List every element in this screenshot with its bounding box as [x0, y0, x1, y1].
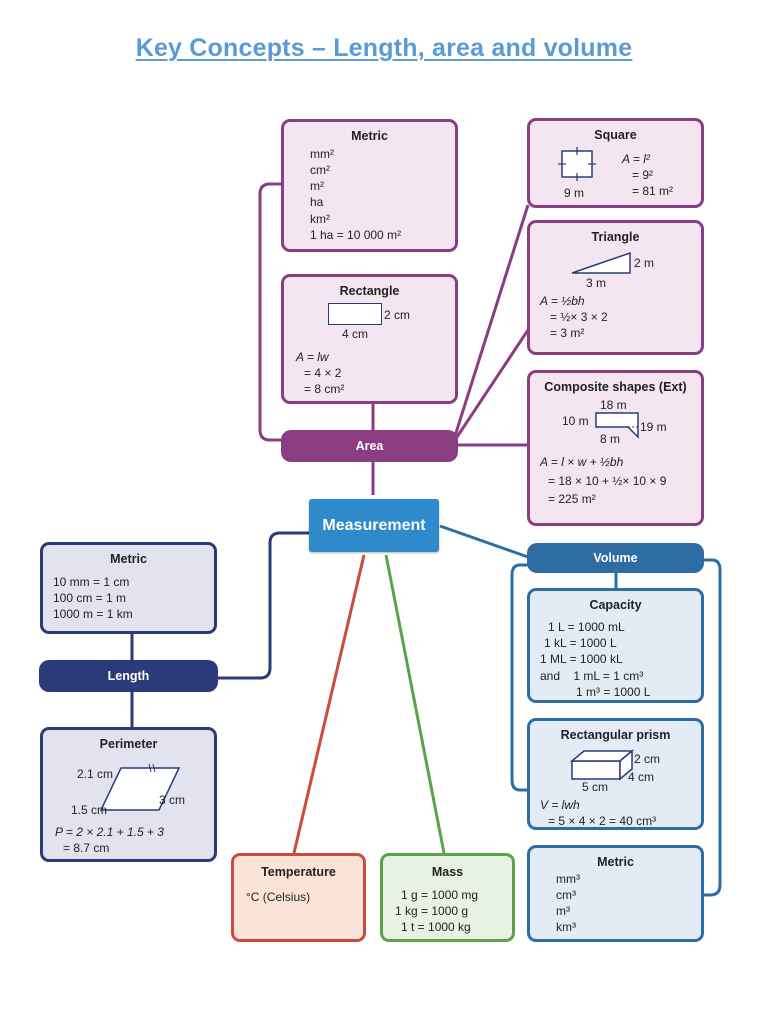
triangle-box: Triangle 2 m 3 m A = ½bh = ½× 3 × 2 = 3 …	[527, 220, 704, 355]
length-metric-line: 10 mm = 1 cm	[53, 574, 130, 589]
perimeter-title: Perimeter	[99, 737, 158, 751]
volume-metric-line: cm³	[556, 888, 576, 903]
triangle-line: = ½× 3 × 2	[550, 310, 608, 325]
prism-box: Rectangular prism 2 cm 4 cm 5 cm V = lwh…	[527, 718, 704, 830]
mass-box: Mass 1 g = 1000 mg 1 kg = 1000 g 1 t = 1…	[380, 853, 515, 942]
composite-title: Composite shapes (Ext)	[544, 380, 687, 394]
prism-shape	[570, 749, 635, 781]
square-line: = 81 m²	[632, 184, 674, 199]
prism-line: = 5 × 4 × 2 = 40 cm³	[548, 814, 657, 829]
length-node[interactable]: Length	[39, 660, 218, 692]
temperature-box: Temperature °C (Celsius)	[231, 853, 366, 942]
rectangle-shape	[328, 303, 382, 325]
length-metric-line: 100 cm = 1 m	[53, 591, 127, 606]
area-metric-line: mm²	[310, 146, 334, 161]
length-metric-line: 1000 m = 1 km	[53, 607, 133, 622]
square-box: Square 9 m A = l² = 9² = 81 m²	[527, 118, 704, 208]
triangle-shape	[571, 251, 631, 274]
perimeter-line: P = 2 × 2.1 + 1.5 + 3	[55, 825, 164, 839]
rectangle-height-label: 2 cm	[384, 308, 411, 322]
composite-top-label: 18 m	[600, 398, 627, 412]
mass-line: 1 kg = 1000 g	[395, 904, 469, 919]
mass-title: Mass	[431, 865, 464, 879]
area-node[interactable]: Area	[281, 430, 458, 462]
square-side-label: 9 m	[564, 186, 585, 200]
prism-length-label: 5 cm	[582, 780, 609, 794]
square-title: Square	[594, 128, 637, 142]
prism-title: Rectangular prism	[560, 728, 671, 742]
perimeter-side-a-label: 2.1 cm	[77, 767, 114, 781]
area-metric-line: ha	[310, 195, 324, 210]
area-metric-title: Metric	[351, 129, 388, 143]
triangle-title: Triangle	[591, 230, 640, 244]
prism-width-label: 4 cm	[628, 770, 655, 784]
temperature-title: Temperature	[261, 865, 336, 879]
volume-metric-line: mm³	[556, 871, 580, 886]
perimeter-side-b-label: 3 cm	[159, 793, 186, 807]
composite-shape	[595, 412, 639, 439]
square-shape	[558, 147, 596, 181]
rectangle-width-label: 4 cm	[342, 327, 369, 341]
composite-right-label: 19 m	[640, 420, 667, 434]
area-metric-line: km²	[310, 211, 330, 226]
square-line: A = l²	[622, 152, 650, 166]
rectangle-box: Rectangle 2 cm 4 cm A = lw = 4 × 2 = 8 c…	[281, 274, 458, 404]
triangle-height-label: 2 m	[634, 256, 655, 270]
mass-line: 1 g = 1000 mg	[401, 887, 479, 902]
area-metric-line: m²	[310, 179, 324, 194]
length-metric-title: Metric	[110, 552, 147, 566]
triangle-line: = 3 m²	[550, 326, 585, 341]
area-metric-line: 1 ha = 10 000 m²	[310, 227, 402, 242]
capacity-line: 1 ML = 1000 kL	[540, 652, 623, 667]
parallelogram-shape	[99, 764, 181, 811]
square-line: = 9²	[632, 168, 654, 183]
area-metric-line: cm²	[310, 163, 330, 178]
composite-line: = 225 m²	[548, 492, 596, 507]
capacity-line: 1 L = 1000 mL	[548, 620, 625, 634]
triangle-base-label: 3 m	[586, 276, 607, 290]
rectangle-line: A = lw	[296, 350, 329, 364]
capacity-line: 1 kL = 1000 L	[544, 636, 617, 651]
volume-metric-line: km³	[556, 920, 576, 935]
area-metric-box: Metric mm² cm² m² ha km² 1 ha = 10 000 m…	[281, 119, 458, 252]
rectangle-line: = 4 × 2	[304, 366, 342, 381]
length-metric-box: Metric 10 mm = 1 cm 100 cm = 1 m 1000 m …	[40, 542, 217, 634]
volume-node[interactable]: Volume	[527, 543, 704, 573]
triangle-line: A = ½bh	[540, 294, 585, 308]
mass-line: 1 t = 1000 kg	[401, 920, 471, 935]
perimeter-line: = 8.7 cm	[63, 841, 110, 856]
volume-metric-title: Metric	[597, 855, 634, 869]
volume-metric-box: Metric mm³ cm³ m³ km³	[527, 845, 704, 942]
perimeter-side-c-label: 1.5 cm	[71, 803, 108, 817]
volume-metric-line: m³	[556, 904, 570, 919]
rectangle-title: Rectangle	[339, 284, 400, 298]
capacity-title: Capacity	[589, 598, 642, 612]
page-title: Key Concepts – Length, area and volume	[135, 34, 633, 62]
composite-left-label: 10 m	[562, 414, 589, 428]
temperature-line: °C (Celsius)	[246, 889, 311, 904]
composite-box: Composite shapes (Ext) 18 m 10 m 19 m 8 …	[527, 370, 704, 526]
rectangle-line: = 8 cm²	[304, 382, 345, 397]
perimeter-box: Perimeter 2.1 cm 3 cm 1.5 cm P = 2 × 2.1…	[40, 727, 217, 862]
capacity-line: 1 m³ = 1000 L	[576, 684, 651, 699]
composite-bottom-label: 8 m	[600, 432, 621, 446]
prism-line: V = lwh	[540, 798, 580, 812]
prism-height-label: 2 cm	[634, 752, 661, 766]
measurement-node[interactable]: Measurement	[309, 499, 439, 552]
composite-line: A = l × w + ½bh	[540, 455, 624, 469]
composite-line: = 18 × 10 + ½× 10 × 9	[548, 473, 667, 488]
capacity-box: Capacity 1 L = 1000 mL 1 kL = 1000 L 1 M…	[527, 588, 704, 703]
capacity-line: and 1 mL = 1 cm³	[540, 668, 644, 683]
